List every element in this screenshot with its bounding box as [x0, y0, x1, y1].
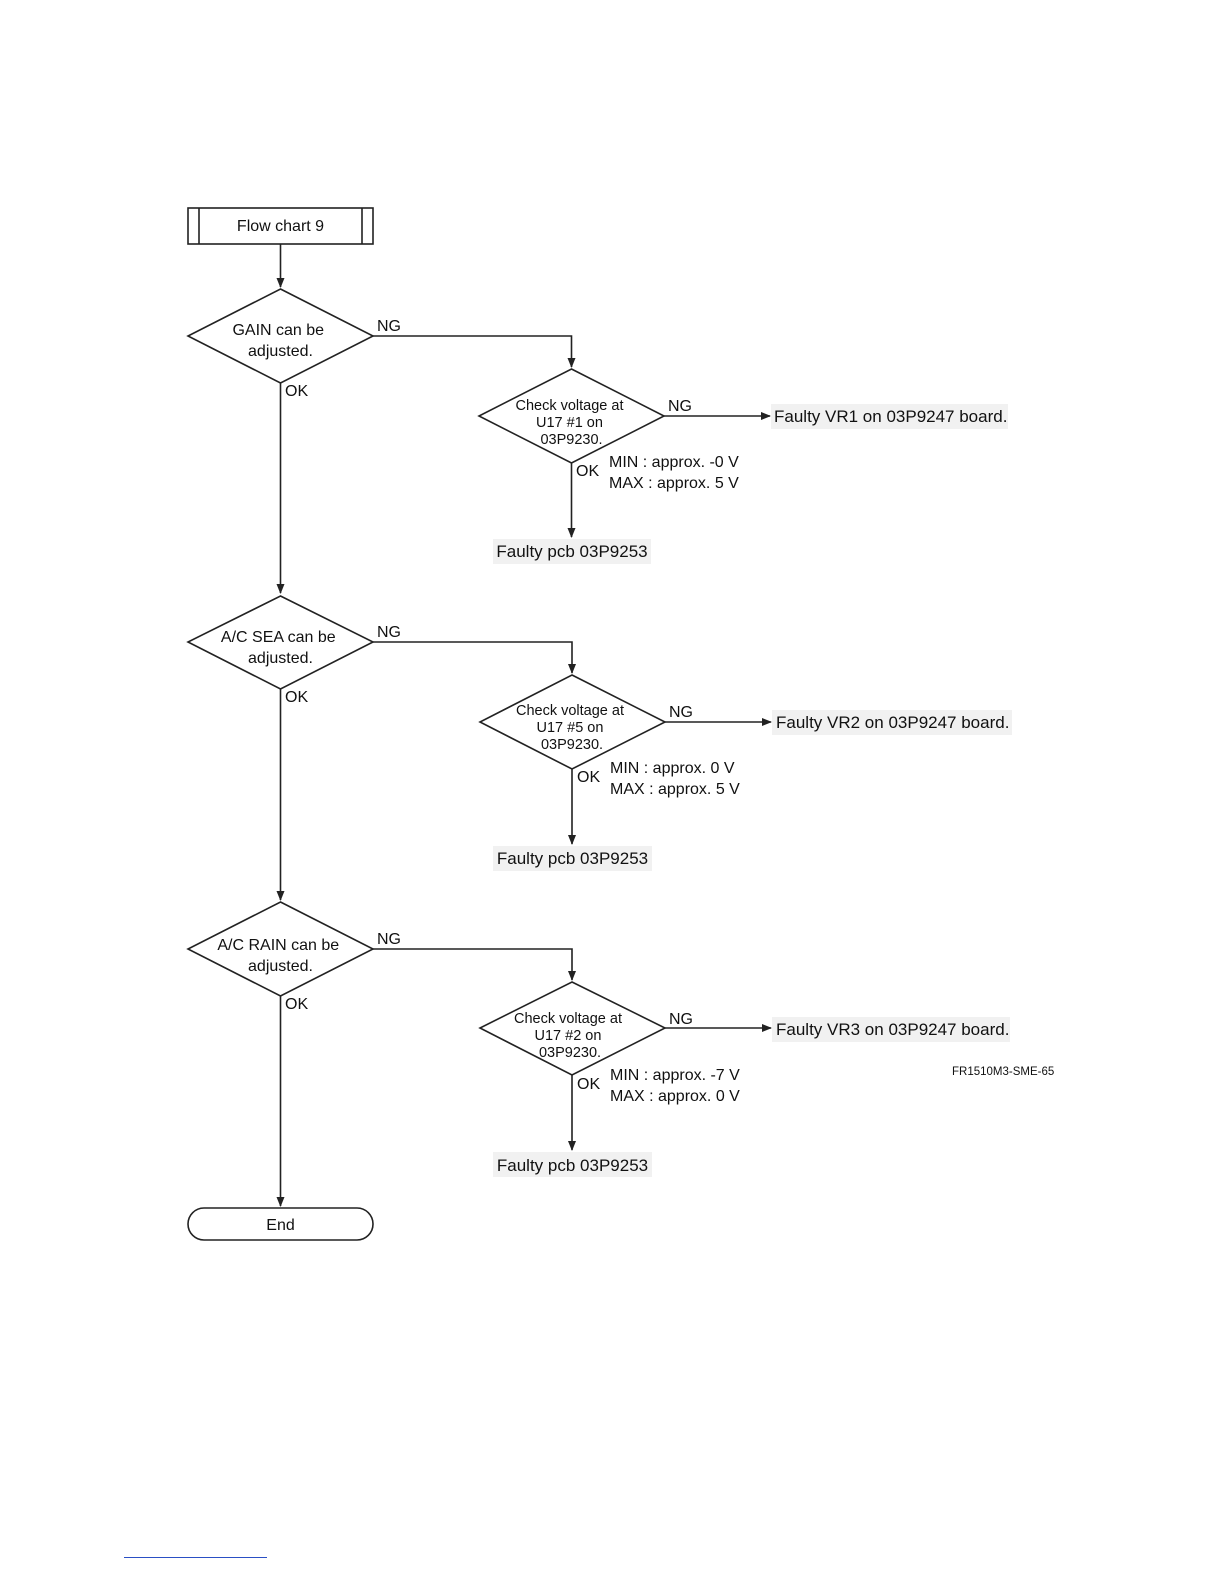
fault-pcb-result: Faulty pcb 03P9253: [497, 1156, 648, 1175]
range-max: MAX : approx. 5 V: [610, 781, 740, 798]
fault-vr-result: Faulty VR1 on 03P9247 board.: [774, 407, 1007, 426]
check-ng-label: NG: [668, 398, 692, 415]
fault-pcb-result: Faulty pcb 03P9253: [496, 542, 647, 561]
ng-label: NG: [377, 318, 401, 335]
check-label: Check voltage at U17 #5 on 03P9230.: [516, 703, 628, 753]
end-label: End: [266, 1217, 294, 1234]
check-ng-label: NG: [669, 1011, 693, 1028]
stage-2: A/C SEA can be adjusted. NG OK Check vol…: [186, 595, 1012, 871]
start-box: Flow chart 9: [187, 207, 374, 245]
footer-rule: [124, 1557, 267, 1558]
decision-label: A/C RAIN can be adjusted.: [217, 937, 343, 975]
figure-code: FR1510M3-SME-65: [952, 1066, 1054, 1078]
start-label: Flow chart 9: [237, 218, 324, 235]
stage-1: GAIN can be adjusted. NG OK Check voltag…: [186, 288, 1008, 564]
range-min: MIN : approx. -0 V: [609, 454, 739, 471]
ok-label: OK: [285, 996, 308, 1013]
range-max: MAX : approx. 5 V: [609, 475, 739, 492]
check-ok-label: OK: [577, 1076, 600, 1093]
end-terminator: End: [187, 1207, 374, 1241]
ok-label: OK: [285, 689, 308, 706]
ng-connector: [373, 948, 576, 981]
range-min: MIN : approx. -7 V: [610, 1067, 740, 1084]
check-label: Check voltage at U17 #2 on 03P9230.: [514, 1011, 626, 1061]
range-min: MIN : approx. 0 V: [610, 760, 735, 777]
range-max: MAX : approx. 0 V: [610, 1088, 740, 1105]
fault-vr-result: Faulty VR2 on 03P9247 board.: [776, 713, 1009, 732]
fault-vr-result: Faulty VR3 on 03P9247 board.: [776, 1020, 1009, 1039]
decision-label: GAIN can be adjusted.: [232, 322, 328, 360]
ng-label: NG: [377, 624, 401, 641]
check-ng-label: NG: [669, 704, 693, 721]
ok-label: OK: [285, 383, 308, 400]
check-ok-label: OK: [576, 463, 599, 480]
ng-connector: [373, 335, 576, 368]
check-label: Check voltage at U17 #1 on 03P9230.: [515, 398, 627, 448]
ng-label: NG: [377, 931, 401, 948]
ng-connector: [373, 641, 576, 674]
check-ok-label: OK: [577, 769, 600, 786]
decision-label: A/C SEA can be adjusted.: [221, 629, 340, 667]
stage-3: A/C RAIN can be adjusted. NG OK Check vo…: [186, 901, 1010, 1177]
fault-pcb-result: Faulty pcb 03P9253: [497, 849, 648, 868]
